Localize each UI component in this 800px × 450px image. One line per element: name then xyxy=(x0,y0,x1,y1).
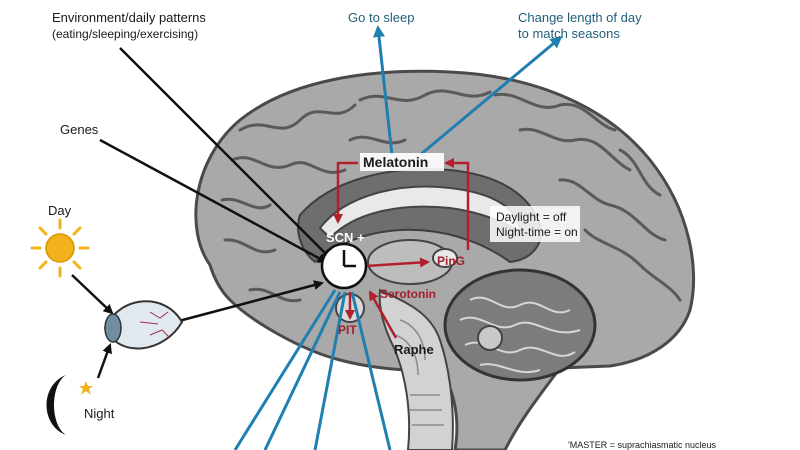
scn-down-arrow-4 xyxy=(350,291,392,450)
melatonin-label: Melatonin xyxy=(363,154,428,170)
day-label: Day xyxy=(48,203,72,218)
genes-label: Genes xyxy=(60,122,99,137)
ping-to-melatonin-arrow xyxy=(444,158,470,250)
sun-eye-arrow xyxy=(71,274,114,315)
go-to-sleep-arrow xyxy=(373,25,394,156)
genes-arrow xyxy=(99,138,328,264)
night-label: Night xyxy=(84,406,115,421)
output-arrows xyxy=(233,25,563,450)
scn-label: SCN + xyxy=(326,230,365,245)
environment-arrow xyxy=(119,47,332,260)
season-arrow xyxy=(419,36,563,157)
footnote-label: 'MASTER = suprachiasmatic nucleus xyxy=(568,440,717,450)
raphe-to-scn-arrow xyxy=(368,290,398,339)
feedback-arrows xyxy=(333,158,470,339)
eye-icon xyxy=(103,300,184,350)
moon-icon xyxy=(46,375,66,435)
pineal-shape xyxy=(432,248,458,268)
ping-label: PinG xyxy=(437,254,465,268)
scn-down-arrow-3 xyxy=(313,291,347,450)
scn-down-arrow-1 xyxy=(233,289,337,450)
moon-eye-arrow xyxy=(96,343,112,379)
scn-down-arrow-2 xyxy=(263,291,342,450)
eye-arrow xyxy=(174,280,324,324)
change-length-label-line2: to match seasons xyxy=(518,26,620,41)
environment-label-line2: (eating/sleeping/exercising) xyxy=(52,27,198,41)
melatonin-to-scn-arrow xyxy=(333,161,358,224)
pit-label: PIT xyxy=(338,323,357,337)
environment-label-line1: Environment/daily patterns xyxy=(52,10,206,25)
star-icon xyxy=(79,381,93,395)
input-arrows xyxy=(71,47,332,379)
clock-icon xyxy=(320,242,368,290)
nighttime-label: Night-time = on xyxy=(496,225,578,239)
serotonin-label: Serotonin xyxy=(380,287,436,301)
daylight-label: Daylight = off xyxy=(496,210,567,224)
go-to-sleep-label: Go to sleep xyxy=(348,10,415,25)
raphe-label: Raphe xyxy=(394,342,434,357)
daylight-box xyxy=(490,206,580,242)
scn-to-ping-arrow xyxy=(365,257,430,268)
sun-icon xyxy=(30,218,90,278)
change-length-label-line1: Change length of day xyxy=(518,10,642,25)
cerebellum xyxy=(443,268,597,382)
